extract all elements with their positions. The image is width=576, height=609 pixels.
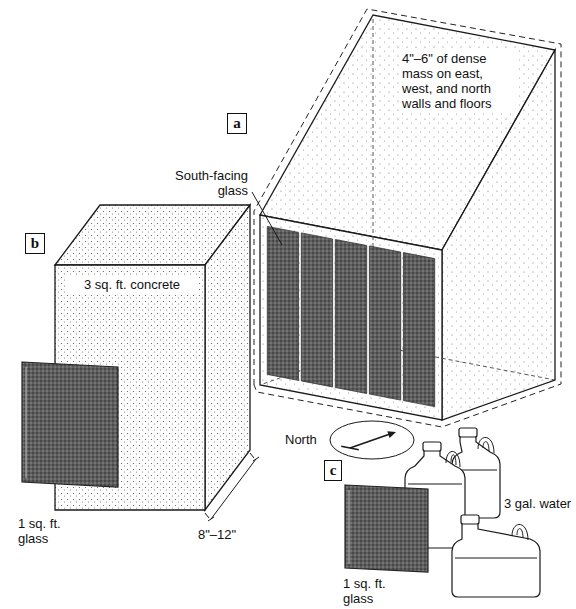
section-letter: c — [324, 460, 343, 481]
section-letter-text: c — [330, 461, 337, 479]
glass-highlight — [349, 490, 350, 564]
jug-cap — [459, 428, 477, 437]
block-side — [205, 205, 250, 510]
jug-handle — [408, 451, 462, 484]
glass-label-text: 1 sq. ft. glass — [343, 576, 386, 606]
dimension-line — [205, 453, 259, 521]
compass-ellipse — [330, 421, 414, 459]
glass-label: 1 sq. ft. glass — [343, 576, 403, 606]
glass-panel — [301, 233, 332, 387]
jug-handle — [455, 524, 537, 558]
concrete-label: 3 sq. ft. concrete — [65, 276, 199, 293]
jug-cap — [461, 515, 479, 524]
glass-panel — [267, 226, 298, 380]
glass-pane — [345, 485, 428, 572]
section-letter: a — [227, 113, 247, 134]
concrete-label-text: 3 sq. ft. concrete — [84, 277, 180, 292]
leader-line — [252, 192, 282, 245]
mass-note-text: 4"–6" of dense mass on east, west, and n… — [402, 51, 492, 111]
section-letter-text: a — [233, 114, 241, 132]
glass-panel — [369, 246, 400, 400]
north-arrow — [341, 434, 390, 450]
water-label: 3 gal. water — [504, 496, 571, 511]
glass-callout-text: South-facing glass — [175, 168, 248, 198]
glass-panel — [335, 240, 366, 394]
mass-outline — [254, 9, 561, 427]
south-wall — [260, 215, 442, 420]
glass-callout: South-facing glass — [160, 168, 248, 198]
glass-label-text: 1 sq. ft. glass — [18, 516, 61, 546]
mass-note: 4"–6" of dense mass on east, west, and n… — [400, 50, 516, 112]
dimension-label-text: 8"–12" — [198, 527, 236, 542]
water-label-text: 3 gal. water — [504, 496, 571, 511]
glass-highlight — [26, 367, 27, 478]
compass-label-text: North — [285, 432, 317, 447]
water-jug — [452, 523, 540, 597]
north-arrowhead — [387, 431, 396, 438]
dimension-label: 8"–12" — [198, 527, 236, 542]
compass-label: North — [285, 432, 317, 447]
jug-cap — [423, 442, 441, 451]
jug-handle — [455, 437, 497, 470]
glass-panel — [403, 253, 434, 407]
glass-label: 1 sq. ft. glass — [18, 516, 78, 546]
section-letter: b — [25, 233, 45, 254]
glass-pane — [22, 362, 118, 487]
section-letter-text: b — [31, 234, 39, 252]
